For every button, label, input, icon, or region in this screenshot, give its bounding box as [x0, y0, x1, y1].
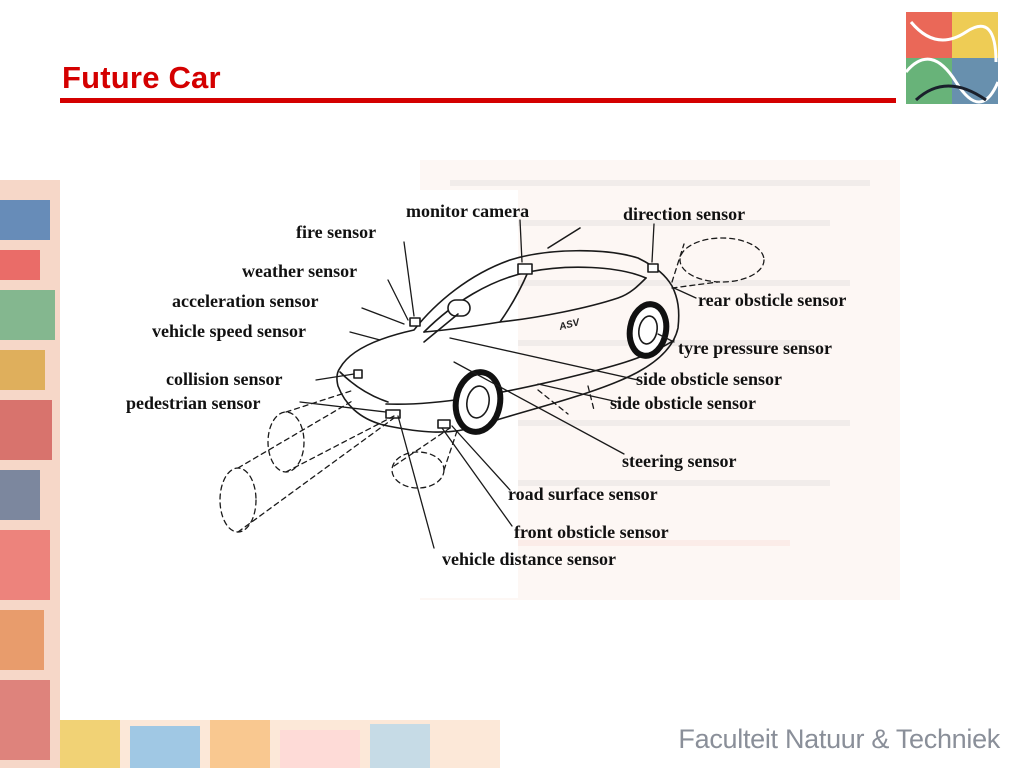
rear-wheel-hub — [638, 315, 658, 345]
decorative-pattern-bottom — [60, 720, 500, 768]
antenna — [547, 227, 581, 249]
diagram-panel — [118, 190, 518, 598]
collision-sensor-unit — [353, 369, 363, 379]
label-front-obsticle-sensor: front obsticle sensor — [514, 522, 669, 542]
steering-wheel-unit — [447, 299, 471, 317]
label-direction-sensor: direction sensor — [623, 204, 745, 224]
label-tyre-pressure-sensor: tyre pressure sensor — [678, 338, 832, 358]
fire-sensor-unit — [409, 317, 421, 327]
front-detection-cone-2 — [267, 411, 305, 473]
rear-wheel — [626, 301, 670, 359]
label-pedestrian-sensor: pedestrian sensor — [126, 393, 261, 413]
label-acceleration-sensor: acceleration sensor — [172, 291, 318, 311]
front-wheel — [452, 369, 504, 435]
road-surface-sensor-unit — [437, 419, 451, 429]
label-side-obsticle-sensor-2: side obsticle sensor — [610, 393, 756, 413]
footer-faculty-name: Faculteit Natuur & Techniek — [678, 724, 1000, 754]
front-bumper — [339, 371, 389, 403]
label-weather-sensor: weather sensor — [242, 261, 357, 281]
car-body-outline — [336, 249, 680, 433]
label-fire-sensor: fire sensor — [296, 222, 376, 242]
steering-column — [423, 313, 459, 343]
label-steering-sensor: steering sensor — [622, 451, 736, 471]
title-underline — [60, 98, 896, 103]
direction-sensor-unit — [647, 263, 659, 273]
label-rear-obsticle-sensor: rear obsticle sensor — [698, 290, 846, 310]
car-sensor-diagram: ASV monitor camera direction sensor fire… — [126, 201, 846, 569]
logo-image — [906, 12, 998, 104]
front-wheel-hub — [466, 385, 490, 419]
label-monitor-camera: monitor camera — [406, 201, 529, 221]
decorative-pattern-left — [0, 180, 60, 768]
label-vehicle-speed-sensor: vehicle speed sensor — [152, 321, 306, 341]
label-collision-sensor: collision sensor — [166, 369, 283, 389]
label-side-obsticle-sensor-1: side obsticle sensor — [636, 369, 782, 389]
front-detection-cone-1 — [219, 467, 257, 533]
slide-title: Future Car — [62, 60, 221, 95]
side-detection-cone — [391, 451, 445, 489]
car-badge: ASV — [557, 317, 582, 333]
label-vehicle-distance-sensor: vehicle distance sensor — [442, 549, 616, 569]
rear-detection-cone — [679, 237, 765, 283]
side-window-line — [499, 277, 647, 323]
label-road-surface-sensor: road surface sensor — [508, 484, 658, 504]
monitor-camera-unit — [517, 263, 533, 275]
